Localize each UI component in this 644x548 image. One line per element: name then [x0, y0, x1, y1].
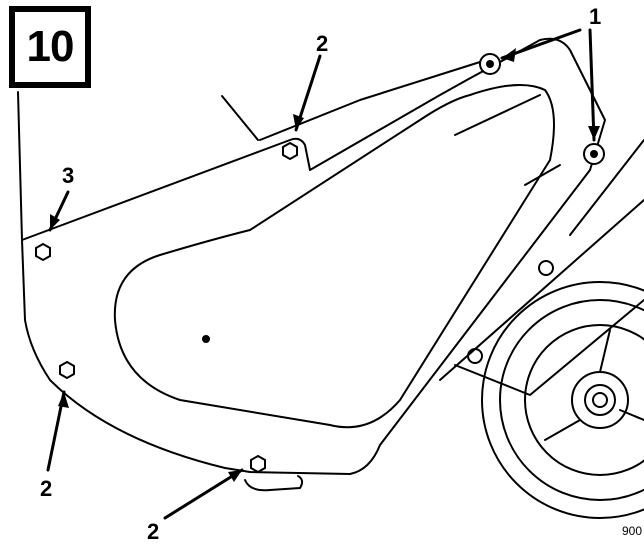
bolt-left-upper [35, 242, 51, 262]
top-shield-edge [259, 61, 481, 141]
bottom-bracket [244, 475, 304, 492]
callout-1: 1 [589, 4, 602, 29]
bolt-left-lower [59, 360, 75, 380]
figure-number: 10 [26, 22, 75, 71]
callout-2-top: 2 [316, 31, 329, 56]
arrow-1b [588, 28, 596, 142]
bolt-top-center [282, 141, 298, 161]
frame-rail-lower [454, 299, 644, 396]
cover-highlight-2 [524, 164, 561, 186]
wheel [481, 281, 644, 519]
arrow-2-bottom [163, 468, 244, 520]
belt-cover-outline [21, 37, 606, 475]
frame-rail-upper [569, 139, 644, 236]
top-shield-flap [221, 95, 259, 141]
drawing-code: 900 [621, 524, 642, 538]
figure-leader-line [17, 91, 23, 241]
frame-hole-2 [467, 348, 483, 364]
belt-cutout [113, 84, 555, 429]
callout-2-left: 2 [40, 476, 53, 501]
cover-highlight-1 [454, 94, 541, 136]
center-dot [202, 335, 210, 343]
callout-2-bottom: 2 [147, 519, 160, 544]
frame-hole-1 [538, 260, 554, 276]
callout-3: 3 [62, 163, 75, 188]
figure-number-box: 10 [9, 6, 91, 88]
bolt-bottom [250, 454, 266, 474]
